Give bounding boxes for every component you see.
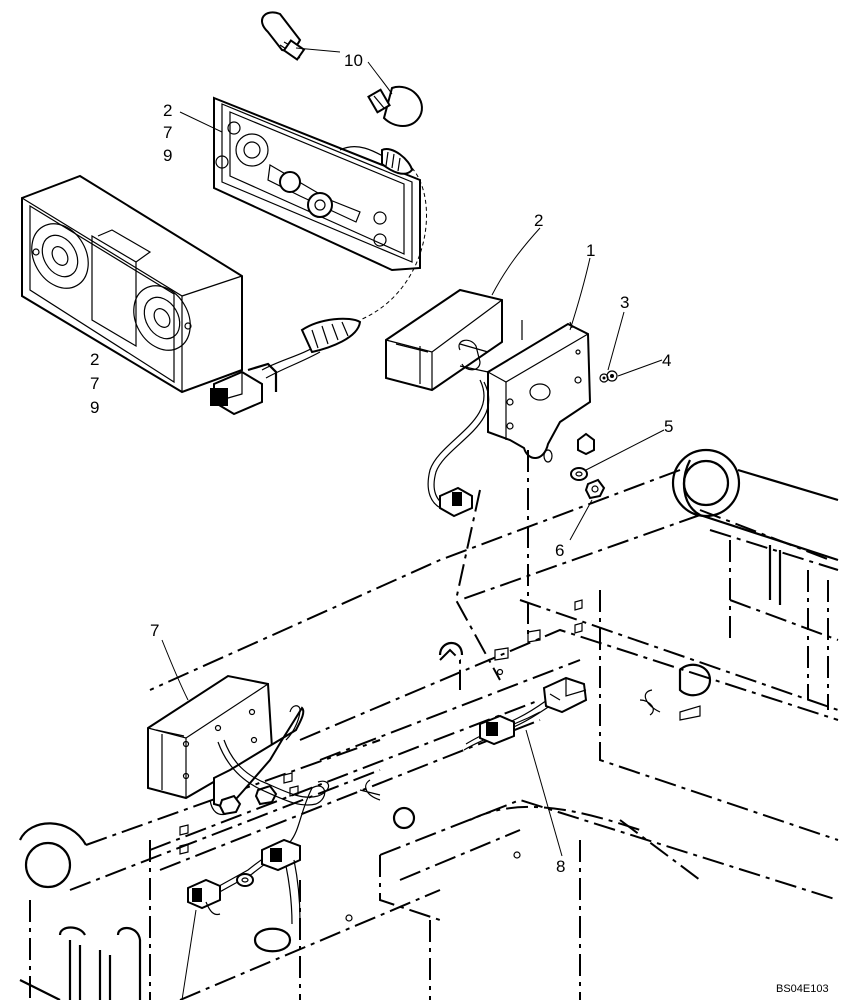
callout-4: 4 (662, 351, 671, 370)
harness-8 (463, 676, 588, 751)
callout-9-left: 9 (90, 398, 99, 417)
callout-9-top: 9 (163, 146, 172, 165)
callout-leaders (161, 47, 665, 1000)
callout-2-left: 2 (90, 350, 99, 369)
lens-connector (210, 317, 362, 416)
callout-5: 5 (664, 417, 673, 436)
callout-6: 6 (555, 541, 564, 560)
projection-line-right (454, 489, 501, 681)
right-lamp-harness (427, 379, 490, 518)
wire-dashed (359, 167, 428, 321)
callout-1: 1 (586, 241, 595, 260)
callout-3: 3 (620, 293, 629, 312)
reference-code: BS04E103 (776, 983, 829, 995)
loader-frame (18, 448, 839, 1000)
bulb-lower (367, 85, 423, 127)
callout-7-top: 7 (163, 123, 172, 142)
left-lamp-harness (187, 739, 330, 925)
fastener-nut-6 (584, 478, 606, 500)
callout-10: 10 (344, 51, 363, 70)
right-lamp-housing (385, 288, 503, 392)
fastener-nut-4 (606, 370, 618, 382)
callout-8: 8 (556, 857, 565, 876)
lamp-base-gasket (213, 96, 421, 272)
lamp-lens (21, 174, 243, 394)
left-lamp-bracket (209, 705, 305, 816)
right-lamp-bracket (458, 320, 595, 463)
callout-2-right: 2 (534, 211, 543, 230)
callout-2-top: 2 (163, 101, 172, 120)
callout-7-low: 7 (150, 621, 159, 640)
bulb-upper (261, 11, 306, 61)
fastener-washer-5 (570, 467, 588, 481)
callout-labels: 10 2 7 9 2 7 9 2 1 3 4 5 6 7 8 BS04E103 (90, 51, 829, 995)
callout-7-left: 7 (90, 374, 99, 393)
